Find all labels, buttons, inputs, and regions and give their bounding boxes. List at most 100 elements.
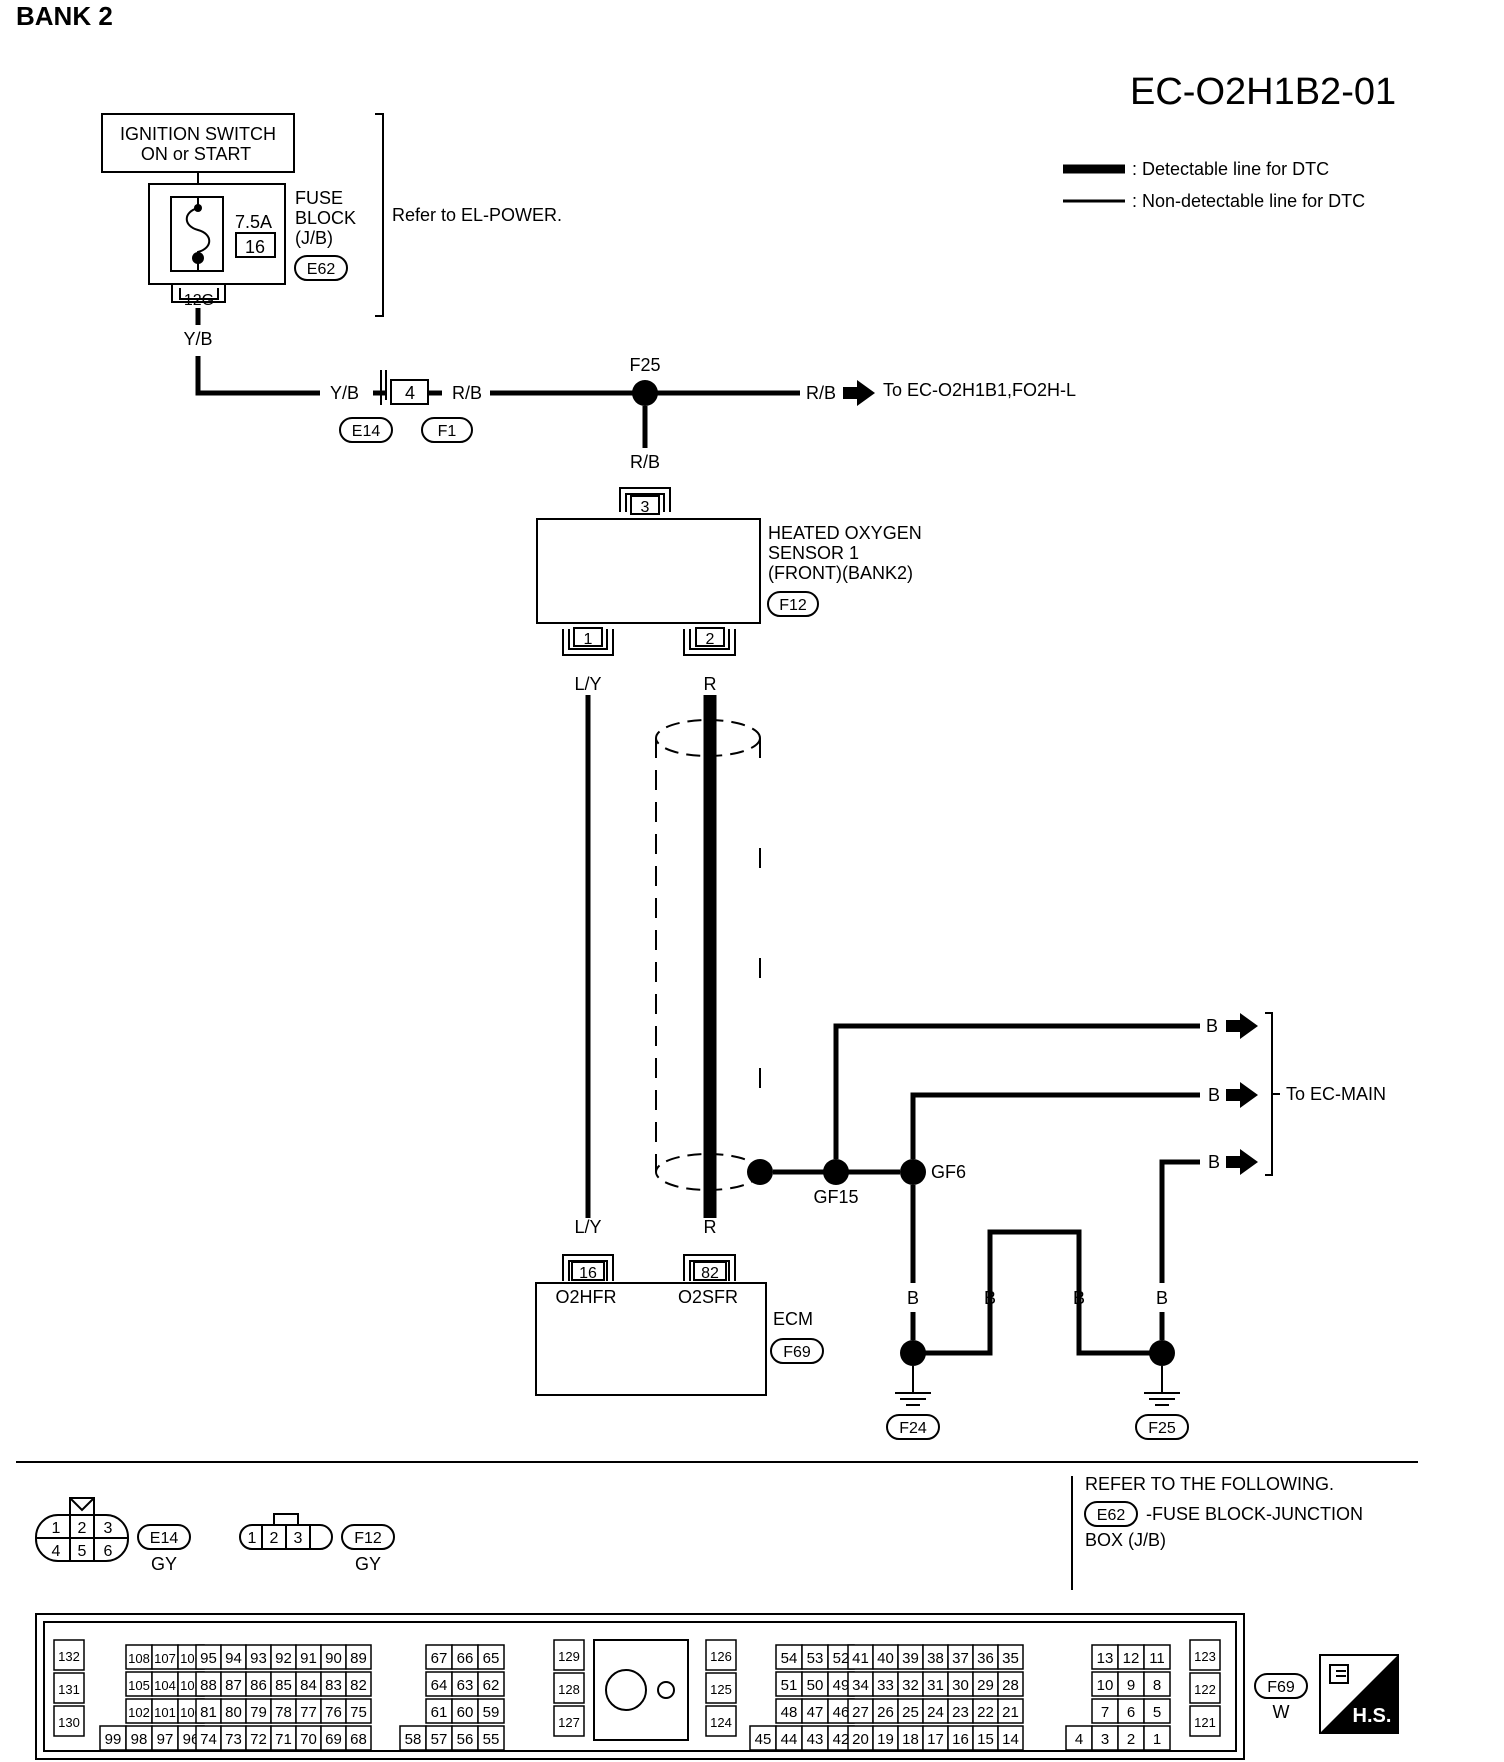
ecm-pin-cell	[801, 1698, 829, 1724]
ecm-pin-label: 107	[154, 1651, 176, 1666]
e14-view-id: E14	[150, 1530, 179, 1547]
wire-color-yb-2: Y/B	[330, 383, 359, 403]
legend-non-detectable-label: : Non-detectable line for DTC	[1132, 191, 1365, 211]
ecm-key-small-icon	[657, 1681, 675, 1699]
ecm-pin-cell	[801, 1644, 829, 1670]
ecm-pin-label: 30	[952, 1677, 969, 1694]
ecm-pin-cell	[125, 1644, 153, 1670]
ecm-pin-cell	[947, 1698, 974, 1724]
sensor-label-3: (FRONT)(BANK2)	[768, 563, 913, 583]
ecm-pin-cell	[1117, 1644, 1145, 1670]
ecm-pin-cell	[1143, 1644, 1171, 1670]
connector-view-e14: 1 2 3 4 5 6 E14 GY	[35, 1497, 191, 1574]
ecm-pin-label: 31	[927, 1677, 944, 1694]
ecm-pin-label: 87	[225, 1677, 242, 1694]
ecm-pin-label: 129	[558, 1649, 580, 1664]
fuse-terminal-label: 12G	[184, 292, 214, 309]
ecm-pin-label: 88	[200, 1677, 217, 1694]
ecm-pin-label: 14	[1002, 1731, 1019, 1748]
ecm-pin-label: 78	[275, 1704, 292, 1721]
ecm-pin-label: 128	[558, 1682, 580, 1697]
splice-f25-label: F25	[629, 355, 660, 375]
ecm-pin-label: 47	[807, 1704, 824, 1721]
ecm-pin-label: 68	[350, 1731, 367, 1748]
ecm-pin-label: 57	[431, 1731, 448, 1748]
connector-view-f12: 1 2 3 F12 GY	[239, 1513, 395, 1574]
ecm-pin-cell	[997, 1644, 1024, 1670]
ecm-pin-label: 69	[325, 1731, 342, 1748]
fuse-number-box	[235, 232, 276, 258]
ignition-switch-state: ON or START	[141, 144, 251, 164]
ecm-pin-cell	[947, 1671, 974, 1697]
ecm-pin-label: 80	[225, 1704, 242, 1721]
ecm-pin-label: 95	[200, 1650, 217, 1667]
ecm-pin-label: 98	[131, 1731, 148, 1748]
ecm-pin-label: 53	[807, 1650, 824, 1667]
ecm-pin-label: 66	[457, 1650, 474, 1667]
ecm-pin-cell	[1189, 1672, 1221, 1704]
ecm-pin-label: 27	[852, 1704, 869, 1721]
ecm-pin-cell	[451, 1644, 479, 1670]
ecm-pin-label: 60	[457, 1704, 474, 1721]
ecm-pin-label: 85	[275, 1677, 292, 1694]
ground-icon-f24	[895, 1366, 931, 1406]
ecm-pin-label: 3	[1101, 1731, 1109, 1748]
ecm-pin-label: 52	[833, 1650, 850, 1667]
ecm-pin-cell	[1065, 1725, 1093, 1751]
ecm-pin-label: 37	[952, 1650, 969, 1667]
ground-icon-f25	[1144, 1366, 1180, 1406]
ecm-pin-label: 16	[952, 1731, 969, 1748]
ecm-pin-cell	[997, 1671, 1024, 1697]
ecm-pin-label: 102	[128, 1705, 150, 1720]
ecm-pin-label: 101	[154, 1705, 176, 1720]
splice-gf6-label: GF6	[931, 1162, 966, 1182]
sensor-pin-1: 1	[584, 631, 593, 648]
refer-bracket	[375, 113, 384, 317]
ecm-pin-cell	[847, 1644, 874, 1670]
hs-label: H.S.	[1353, 1705, 1392, 1727]
ecm-pin-cell	[1143, 1671, 1171, 1697]
ecm-pin-label: 132	[58, 1649, 80, 1664]
power-supply: IGNITION SWITCH ON or START 7.5A 16 FUSE…	[101, 113, 562, 317]
ecm-pin-cell	[53, 1639, 85, 1671]
wire-color-rb-1: R/B	[452, 383, 482, 403]
ecm-pin-cell	[872, 1725, 899, 1751]
ecm-pin-cell	[451, 1698, 479, 1724]
ecm-pin-label: 108	[128, 1651, 150, 1666]
wire-color-yb-1: Y/B	[183, 329, 212, 349]
ecm-pin-label: 64	[431, 1677, 448, 1694]
ecm-pin-cell	[477, 1698, 505, 1724]
e14-pin: 5	[78, 1543, 87, 1560]
ecm-pin-label: 20	[852, 1731, 869, 1748]
ecm-pin-cell	[897, 1671, 924, 1697]
f69-view-color: W	[1273, 1702, 1290, 1722]
ecm-pin-label: 17	[927, 1731, 944, 1748]
ecm-pin-label: 35	[1002, 1650, 1019, 1667]
e14-pin: 4	[52, 1543, 61, 1560]
refer-fuse-block: -FUSE BLOCK-JUNCTION	[1146, 1504, 1363, 1524]
f69-view-id: F69	[1267, 1679, 1295, 1696]
fuse-block-label: FUSE	[295, 188, 343, 208]
ecm-pin-label: 73	[225, 1731, 242, 1748]
ecm-pin-cell	[947, 1725, 974, 1751]
ecm-pin-label: 43	[807, 1731, 824, 1748]
ecm-pin-cell	[245, 1644, 272, 1670]
fuse-block-label-3: (J/B)	[295, 228, 333, 248]
sensor-pin-2: 2	[706, 631, 715, 648]
ecm-pin-cell	[425, 1725, 453, 1751]
ecm-pin-label: 2	[1127, 1731, 1135, 1748]
ecm-pin-label: 61	[431, 1704, 448, 1721]
splice-f25	[632, 380, 658, 406]
ecm-pin-label: 18	[902, 1731, 919, 1748]
connector-f69-label: F69	[783, 1344, 811, 1361]
ecm-pin-cell	[1117, 1698, 1145, 1724]
ecm-pin-cell	[1143, 1725, 1171, 1751]
ecm-pin-label: 79	[250, 1704, 267, 1721]
ecm-pin-cell	[270, 1644, 297, 1670]
f12-pin: 3	[294, 1530, 303, 1547]
ecm-pin-cell	[872, 1698, 899, 1724]
inline-connector-4	[380, 370, 387, 405]
wire-color-ly-2: L/Y	[574, 1217, 601, 1237]
splice-gf15-label: GF15	[813, 1187, 858, 1207]
